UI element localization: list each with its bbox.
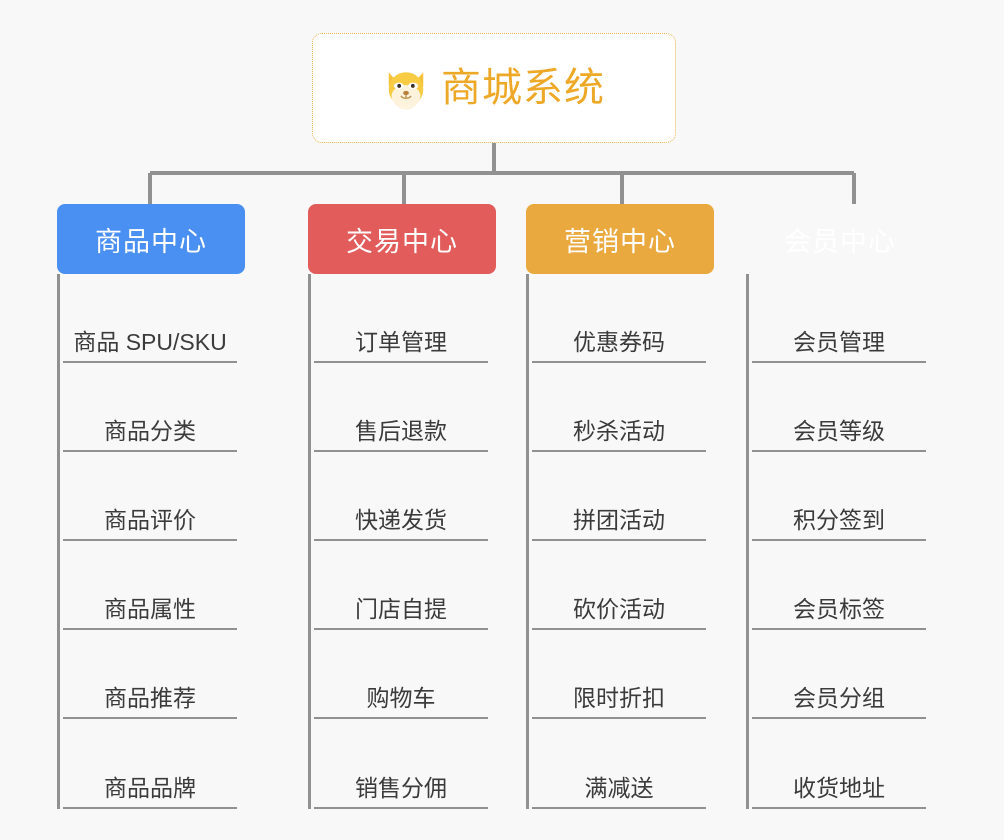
root-title: 商城系统: [441, 66, 605, 110]
leaf-item[interactable]: 秒杀活动: [532, 363, 706, 452]
leaf-item[interactable]: 收货地址: [752, 719, 926, 809]
category-box-0[interactable]: 商品中心: [57, 204, 245, 274]
leaf-label: 快递发货: [355, 506, 447, 533]
leaf-label: 满减送: [584, 774, 654, 801]
leaf-item[interactable]: 限时折扣: [532, 630, 706, 719]
leaf-label: 商品品牌: [104, 774, 196, 801]
category-box-3[interactable]: 会员中心: [746, 204, 934, 274]
leaf-item[interactable]: 会员管理: [752, 274, 926, 363]
leaf-list-1: 订单管理 售后退款 快递发货 门店自提 购物车 销售分佣: [308, 274, 488, 809]
dog-face-icon: [388, 72, 424, 110]
category-label-1: 交易中心: [346, 226, 458, 257]
branch-column-3: 会员中心 会员管理 会员等级 积分签到 会员标签 会员分组 收货地址: [746, 204, 934, 809]
leaf-item[interactable]: 商品分类: [63, 363, 237, 452]
leaf-item[interactable]: 满减送: [532, 719, 706, 809]
leaf-list-2: 优惠券码 秒杀活动 拼团活动 砍价活动 限时折扣 满减送: [526, 274, 706, 809]
leaf-item[interactable]: 商品推荐: [63, 630, 237, 719]
leaf-item[interactable]: 商品属性: [63, 541, 237, 630]
leaf-label: 限时折扣: [573, 684, 665, 711]
leaf-item[interactable]: 购物车: [314, 630, 488, 719]
leaf-label: 订单管理: [355, 328, 447, 355]
leaf-item[interactable]: 商品 SPU/SKU: [63, 274, 237, 363]
category-box-2[interactable]: 营销中心: [526, 204, 714, 274]
leaf-label: 商品分类: [104, 417, 196, 444]
leaf-label: 销售分佣: [355, 774, 447, 801]
category-label-2: 营销中心: [564, 226, 676, 257]
category-label-3: 会员中心: [784, 226, 896, 257]
leaf-item[interactable]: 售后退款: [314, 363, 488, 452]
leaf-label: 购物车: [366, 684, 436, 711]
leaf-item[interactable]: 商品评价: [63, 452, 237, 541]
leaf-label: 会员等级: [793, 417, 885, 444]
leaf-label: 会员分组: [793, 684, 885, 711]
leaf-label: 会员管理: [793, 328, 885, 355]
leaf-label: 秒杀活动: [573, 417, 665, 444]
leaf-label: 会员标签: [793, 595, 885, 622]
leaf-item[interactable]: 砍价活动: [532, 541, 706, 630]
leaf-list-3: 会员管理 会员等级 积分签到 会员标签 会员分组 收货地址: [746, 274, 926, 809]
leaf-item[interactable]: 门店自提: [314, 541, 488, 630]
leaf-label: 收货地址: [793, 774, 885, 801]
leaf-label: 砍价活动: [573, 595, 665, 622]
leaf-item[interactable]: 优惠券码: [532, 274, 706, 363]
branch-column-2: 营销中心 优惠券码 秒杀活动 拼团活动 砍价活动 限时折扣 满减送: [526, 204, 714, 809]
leaf-label: 拼团活动: [573, 506, 665, 533]
leaf-label: 优惠券码: [573, 328, 665, 355]
leaf-item[interactable]: 会员分组: [752, 630, 926, 719]
leaf-label: 售后退款: [355, 417, 447, 444]
category-box-1[interactable]: 交易中心: [308, 204, 496, 274]
leaf-label: 积分签到: [793, 506, 885, 533]
leaf-item[interactable]: 订单管理: [314, 274, 488, 363]
leaf-list-0: 商品 SPU/SKU 商品分类 商品评价 商品属性 商品推荐 商品品牌: [57, 274, 237, 809]
leaf-item[interactable]: 拼团活动: [532, 452, 706, 541]
leaf-item[interactable]: 销售分佣: [314, 719, 488, 809]
leaf-label: 商品属性: [104, 595, 196, 622]
category-label-0: 商品中心: [95, 226, 207, 257]
leaf-item[interactable]: 会员等级: [752, 363, 926, 452]
leaf-item[interactable]: 商品品牌: [63, 719, 237, 809]
leaf-label: 商品评价: [104, 506, 196, 533]
root-node[interactable]: 商城系统: [312, 33, 676, 143]
leaf-item[interactable]: 会员标签: [752, 541, 926, 630]
branch-column-0: 商品中心 商品 SPU/SKU 商品分类 商品评价 商品属性 商品推荐 商品品牌: [57, 204, 245, 809]
leaf-label: 门店自提: [355, 595, 447, 622]
leaf-item[interactable]: 积分签到: [752, 452, 926, 541]
leaf-item[interactable]: 快递发货: [314, 452, 488, 541]
branch-column-1: 交易中心 订单管理 售后退款 快递发货 门店自提 购物车 销售分佣: [308, 204, 496, 809]
leaf-label: 商品 SPU/SKU: [73, 328, 227, 355]
leaf-label: 商品推荐: [104, 684, 196, 711]
